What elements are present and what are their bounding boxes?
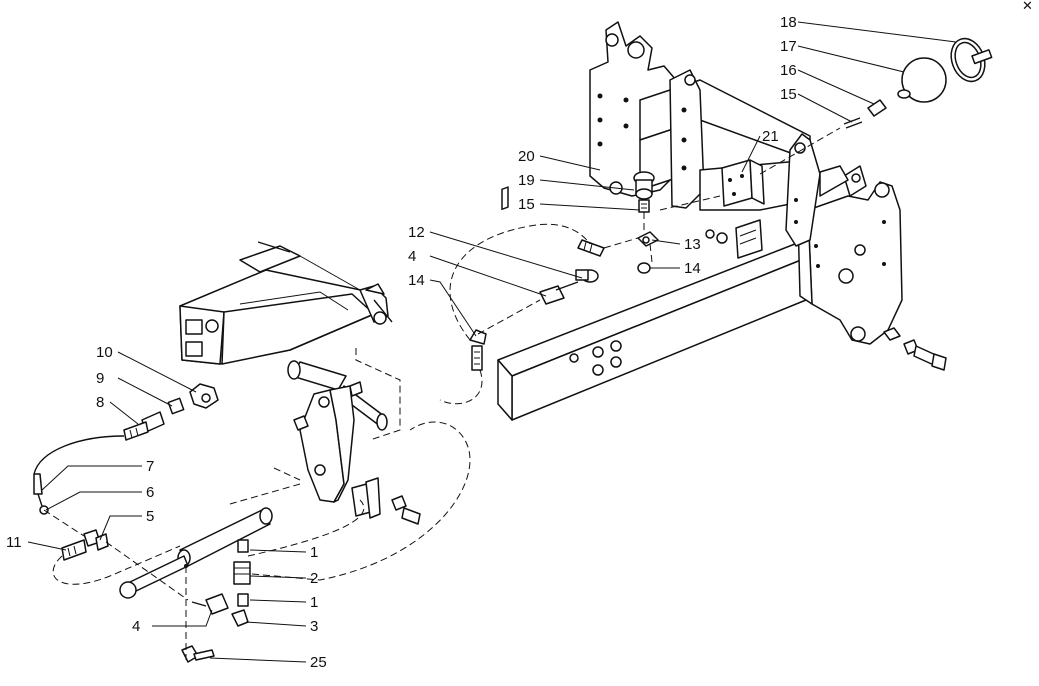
- valve-block: [705, 159, 765, 259]
- callout-15-top: 15: [780, 86, 797, 103]
- main-frame-beam: [497, 186, 807, 421]
- callout-11: 11: [6, 534, 22, 551]
- callout-6: 6: [146, 484, 154, 501]
- callout-17: 17: [780, 38, 797, 55]
- callout-21: 21: [762, 128, 779, 145]
- callout-8: 8: [96, 394, 104, 411]
- callout-18: 18: [780, 14, 797, 31]
- leader-lines: [27, 21, 957, 663]
- hydraulic-cylinder: [119, 507, 273, 599]
- accumulator-assembly: [843, 37, 993, 129]
- callout-25: 25: [310, 654, 327, 671]
- callout-9: 9: [96, 370, 104, 387]
- callout-13: 13: [684, 236, 701, 253]
- callout-14-right: 14: [684, 260, 701, 277]
- callout-15-mid: 15: [518, 196, 535, 213]
- hydraulic-hoses: [33, 127, 841, 660]
- callout-4-upper: 4: [408, 248, 416, 265]
- callout-2: 2: [310, 570, 318, 587]
- callout-7: 7: [146, 458, 154, 475]
- callout-4-lower: 4: [132, 618, 140, 635]
- lift-arm-assembly: [179, 241, 393, 365]
- upper-mounting-frame: [589, 21, 849, 247]
- hydraulic-fittings: [469, 171, 659, 371]
- callout-10: 10: [96, 344, 113, 361]
- callout-labels: 18 17 16 15 21 20 19 15 12 13 4 14 14 10…: [6, 14, 797, 671]
- mounting-bolt: [883, 327, 947, 371]
- callout-14-left: 14: [408, 272, 425, 289]
- callout-1-upper: 1: [310, 544, 318, 561]
- corner-mark: ✕: [1022, 0, 1033, 13]
- right-mounting-plate: [797, 165, 903, 345]
- callout-16: 16: [780, 62, 797, 79]
- lift-linkage: [287, 360, 421, 525]
- callout-3: 3: [310, 618, 318, 635]
- callout-19: 19: [518, 172, 535, 189]
- callout-20: 20: [518, 148, 535, 165]
- callout-12: 12: [408, 224, 425, 241]
- callout-1-lower: 1: [310, 594, 318, 611]
- hose-fittings: [33, 383, 219, 561]
- callout-5: 5: [146, 508, 154, 525]
